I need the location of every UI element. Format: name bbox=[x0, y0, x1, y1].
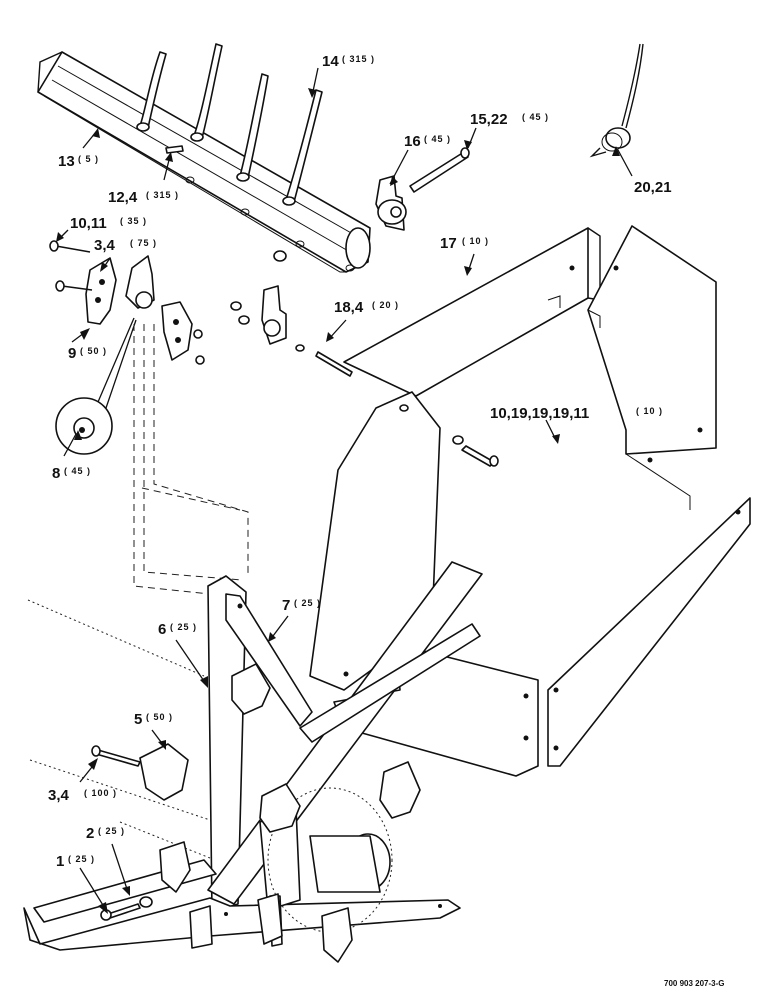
callout-quantity: ( 315 ) bbox=[146, 190, 179, 200]
callout-quantity: ( 45 ) bbox=[522, 112, 549, 122]
callout-number: 8 bbox=[52, 465, 60, 482]
callout-2: 2 ( 25 ) bbox=[86, 825, 125, 842]
callout-number: 6 bbox=[158, 621, 166, 638]
callout-5: 5 ( 50 ) bbox=[134, 711, 173, 728]
callout-number: 14 bbox=[322, 53, 339, 70]
callout-16: 16 ( 45 ) bbox=[404, 133, 451, 150]
callout-12: 12,4 ( 315 ) bbox=[108, 189, 179, 206]
callout-number: 12,4 bbox=[108, 189, 138, 206]
shield-panel-upper bbox=[343, 227, 601, 397]
drum bbox=[267, 787, 393, 933]
callout-quantity: ( 45 ) bbox=[64, 466, 91, 476]
callout-quantity: ( 50 ) bbox=[146, 712, 173, 722]
callout-quantity: ( 100 ) bbox=[84, 788, 117, 798]
callout-13: 13 ( 5 ) bbox=[58, 153, 99, 170]
callout-3-b: 3,4 ( 100 ) bbox=[48, 787, 117, 804]
arrowheads bbox=[56, 88, 620, 914]
callout-number: 18,4 bbox=[334, 299, 364, 316]
callout-number: 13 bbox=[58, 153, 75, 170]
callout-quantity: ( 20 ) bbox=[372, 300, 399, 310]
callout-number: 10,11 bbox=[70, 215, 107, 232]
drawing-code: 700 903 207-3-G bbox=[664, 979, 725, 988]
callout-7: 7 ( 25 ) bbox=[282, 597, 321, 614]
spring-tooth bbox=[589, 43, 644, 158]
callout-6: 6 ( 25 ) bbox=[158, 621, 197, 638]
callout-3-a: 3,4 ( 75 ) bbox=[94, 237, 157, 254]
callout-quantity: ( 25 ) bbox=[294, 598, 321, 608]
callout-quantity: ( 315 ) bbox=[342, 54, 375, 64]
callout-8: 8 ( 45 ) bbox=[52, 465, 91, 482]
mounting-bracket-left bbox=[49, 240, 205, 365]
reel-bar bbox=[37, 51, 371, 273]
callout-number: 10,19,19,19,11 bbox=[490, 405, 589, 422]
shield-panel-lower bbox=[547, 497, 751, 767]
callout-10-a: 10,11 ( 35 ) bbox=[70, 215, 147, 232]
callout-17: 17 ( 10 ) bbox=[440, 235, 489, 252]
bearing-bracket bbox=[375, 147, 470, 231]
callout-number: 17 bbox=[440, 235, 457, 252]
callout-number: 20,21 bbox=[634, 179, 672, 196]
callout-number: 16 bbox=[404, 133, 421, 150]
lower-bolts bbox=[91, 745, 153, 921]
center-bearing-bracket bbox=[230, 285, 499, 467]
callout-1: 1 ( 25 ) bbox=[56, 853, 95, 870]
callout-number: 7 bbox=[282, 597, 290, 614]
callout-number: 3,4 bbox=[94, 237, 116, 254]
callout-quantity: ( 10 ) bbox=[636, 406, 663, 416]
callout-quantity: ( 25 ) bbox=[68, 854, 95, 864]
callout-number: 5 bbox=[134, 711, 142, 728]
callout-18: 18,4 ( 20 ) bbox=[334, 299, 399, 316]
callout-number: 3,4 bbox=[48, 787, 70, 804]
callout-quantity: ( 10 ) bbox=[462, 236, 489, 246]
callout-quantity: ( 35 ) bbox=[120, 216, 147, 226]
callout-9: 9 ( 50 ) bbox=[68, 345, 107, 362]
callout-number: 15,22 bbox=[470, 111, 508, 128]
callout-quantity: ( 75 ) bbox=[130, 238, 157, 248]
callout-number: 9 bbox=[68, 345, 76, 362]
callout-quantity: ( 25 ) bbox=[98, 826, 125, 836]
phantom-frame bbox=[27, 324, 249, 859]
reel-tines bbox=[136, 43, 323, 262]
callout-quantity: ( 5 ) bbox=[78, 154, 99, 164]
callout-20: 20,21 bbox=[634, 179, 672, 196]
main-frame bbox=[23, 561, 483, 951]
shield-panel-right bbox=[587, 225, 717, 510]
corner-brackets bbox=[139, 663, 421, 963]
callout-15: 15,22 ( 45 ) bbox=[470, 111, 549, 128]
callout-14: 14 ( 315 ) bbox=[322, 53, 375, 70]
detail-circle bbox=[55, 317, 137, 455]
callout-quantity: ( 25 ) bbox=[170, 622, 197, 632]
callout-number: 1 bbox=[56, 853, 64, 870]
callout-10-b: 10,19,19,19,11 ( 10 ) bbox=[490, 405, 663, 422]
callout-quantity: ( 45 ) bbox=[424, 134, 451, 144]
callout-quantity: ( 50 ) bbox=[80, 346, 107, 356]
callout-number: 2 bbox=[86, 825, 94, 842]
